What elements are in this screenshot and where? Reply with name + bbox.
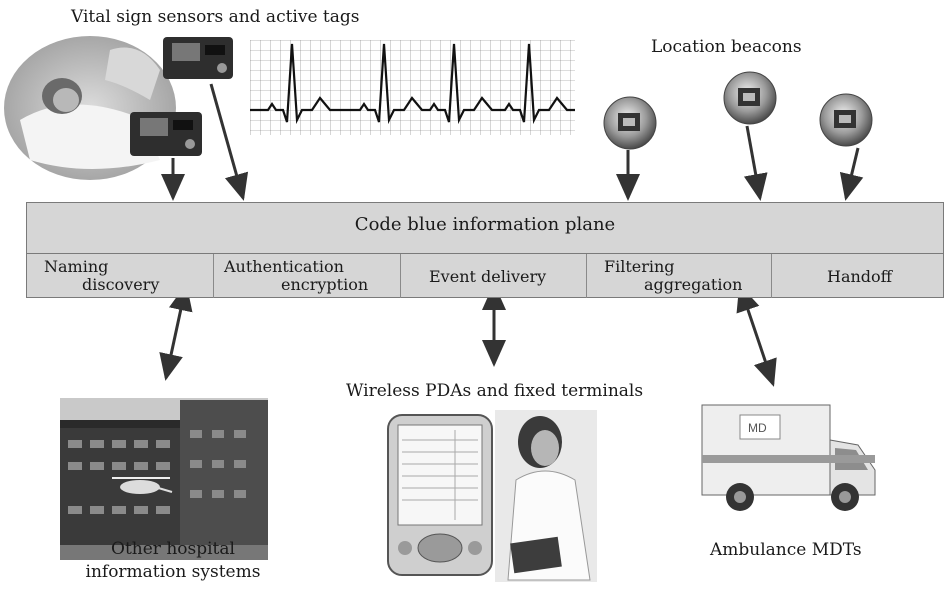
arrow — [743, 125, 768, 201]
service-line2: encryption — [281, 275, 369, 294]
service-divider — [400, 254, 401, 298]
plane-title: Code blue information plane — [354, 214, 616, 235]
ecg-strip — [250, 40, 575, 135]
svg-text:MD: MD — [748, 421, 767, 435]
ambulance-photo: MD — [701, 404, 876, 511]
arrow — [159, 283, 193, 381]
patient-photo — [4, 36, 176, 180]
service-line1: Filtering — [604, 257, 675, 276]
arrow — [209, 83, 249, 201]
service-naming-discovery: Naming discovery — [27, 254, 213, 298]
service-handoff: Handoff — [772, 254, 943, 298]
bidirectional-arrows — [159, 283, 777, 387]
pdas-label: Wireless PDAs and fixed terminals — [346, 381, 644, 401]
input-arrows — [161, 83, 864, 201]
sensors-label: Vital sign sensors and active tags — [71, 7, 360, 27]
pda-device — [387, 414, 493, 576]
location-beacon-icon — [819, 93, 873, 147]
code-blue-information-plane: Code blue information plane Naming disco… — [26, 202, 944, 298]
sensor-tag-icon — [163, 37, 233, 79]
service-filtering-aggregation: Filtering aggregation — [587, 254, 771, 298]
service-line1: Naming — [44, 257, 109, 276]
plane-divider — [27, 253, 943, 254]
service-event-delivery: Event delivery — [401, 254, 586, 298]
hospital-building-photo — [60, 398, 268, 560]
service-line2: aggregation — [644, 275, 743, 294]
service-authentication-encryption: Authentication encryption — [214, 254, 400, 298]
hospital-label-line1: Other hospital — [111, 539, 235, 559]
beacons-label: Location beacons — [651, 37, 802, 57]
service-line1: Handoff — [827, 267, 893, 286]
service-divider — [586, 254, 587, 298]
location-beacon-icon — [723, 71, 777, 125]
service-line1: Event delivery — [429, 267, 547, 286]
service-divider — [213, 254, 214, 298]
location-beacon-icon — [603, 96, 657, 150]
sensor-tag-icon — [130, 112, 202, 156]
service-divider — [771, 254, 772, 298]
doctor-with-tablet-photo — [495, 410, 597, 582]
hospital-label-line2: information systems — [85, 562, 261, 582]
service-line2: discovery — [82, 275, 160, 294]
ambulance-label: Ambulance MDTs — [710, 540, 862, 560]
service-line1: Authentication — [224, 257, 344, 276]
arrow — [736, 284, 777, 387]
arrow — [839, 147, 864, 201]
